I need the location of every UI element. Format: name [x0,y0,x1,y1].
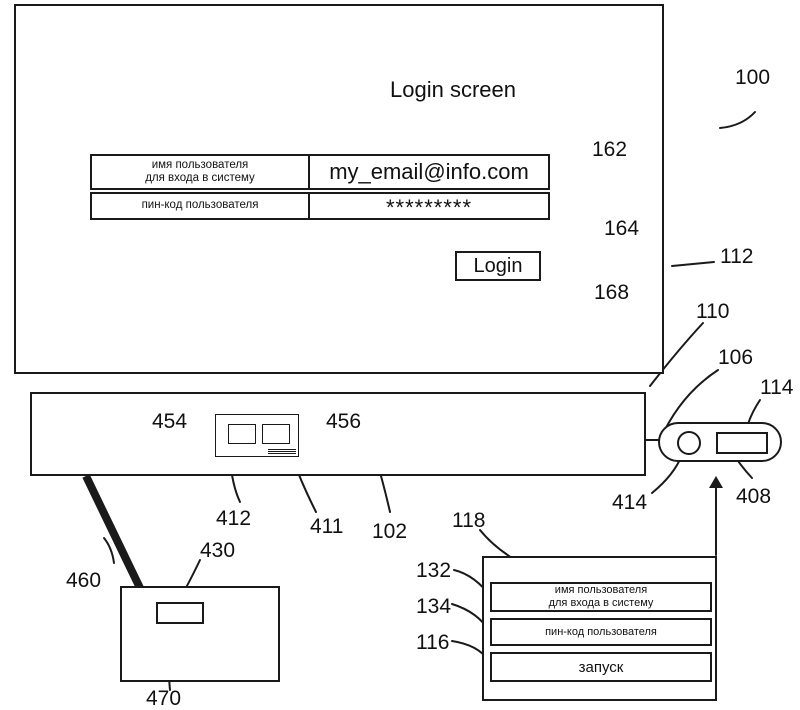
ref-430: 430 [200,540,235,561]
ref-414: 414 [612,492,647,513]
token-button-414[interactable] [677,431,701,455]
leader-114 [748,400,760,424]
leader-118 [480,530,512,558]
username-field[interactable]: my_email@info.com [310,155,548,189]
ref-134: 134 [416,596,451,617]
ref-408: 408 [736,486,771,507]
ref-412: 412 [216,508,251,529]
ref-114: 114 [760,377,793,398]
ref-132: 132 [416,560,451,581]
ref-118: 118 [452,510,485,531]
ref-470: 470 [146,688,181,709]
username-label-line2: для входа в систему [145,172,255,185]
ref-454: 454 [152,411,187,432]
login-screen-title: Login screen [390,79,516,101]
pin-label: пин-код пользователя [92,193,308,219]
ref-112: 112 [720,246,753,267]
login-button[interactable]: Login [455,251,541,281]
card-pin-field[interactable]: пин-код пользователя [490,618,712,646]
ref-168: 168 [594,282,629,303]
username-label: имя пользователя для входа в систему [92,155,308,189]
leader-460 [104,538,114,563]
slot-454 [228,424,256,444]
ref-411: 411 [310,516,343,537]
username-label-line1: имя пользователя [152,159,249,172]
leader-112 [672,262,714,266]
card-launch-button[interactable]: запуск [490,652,712,682]
card-username-field[interactable]: имя пользователя для входа в систему [490,582,712,612]
token-display-408 [716,432,768,454]
ref-162: 162 [592,139,627,160]
peripheral-device [120,586,280,682]
slot-456 [262,424,290,444]
ref-102: 102 [372,521,407,542]
ref-106: 106 [718,347,753,368]
ref-164: 164 [604,218,639,239]
ref-460: 460 [66,570,101,591]
contact-411 [268,448,296,454]
arrow-head [709,476,723,488]
leader-100 [720,112,755,128]
peripheral-port-430 [156,602,204,624]
base-unit [30,392,646,476]
ref-456: 456 [326,411,361,432]
ref-110: 110 [696,301,729,322]
ref-116: 116 [416,632,449,653]
card-username-line2: для входа в систему [549,597,654,610]
ref-100: 100 [735,67,770,88]
pin-field[interactable]: ********* [310,195,548,221]
card-username-line1: имя пользователя [555,584,647,597]
